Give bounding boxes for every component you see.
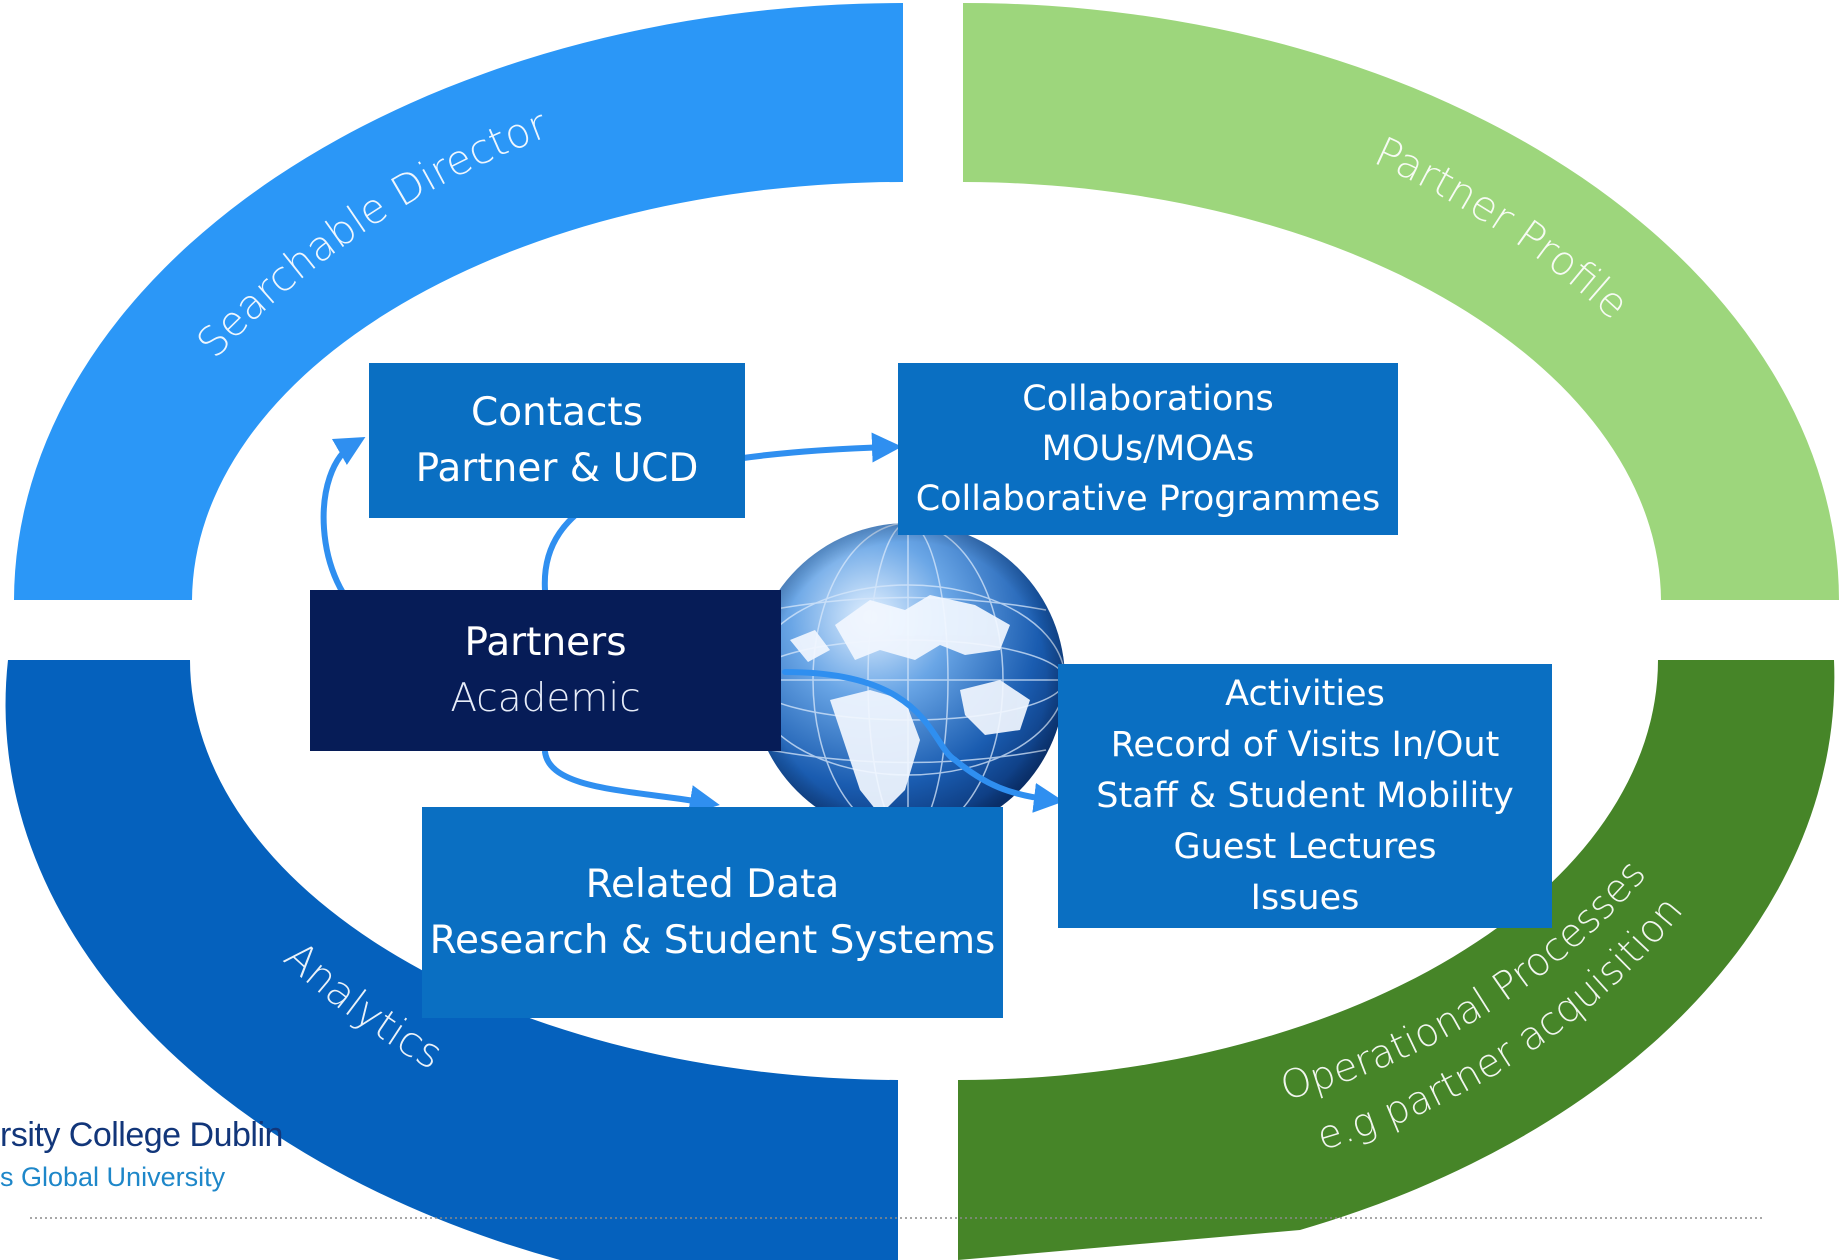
contacts-subtitle: Partner & UCD (415, 445, 699, 491)
ucd-logo-text: rsity College Dublin (0, 1116, 283, 1154)
ring-segment-operational-processes (958, 660, 1835, 1260)
contacts-title: Contacts (470, 389, 644, 435)
related-data-box: Related Data Research & Student Systems (422, 807, 1003, 1018)
arrow-partners-to-related-data (542, 749, 720, 815)
globe-icon (750, 522, 1066, 838)
collaborations-box: Collaborations MOUs/MOAs Collaborative P… (898, 363, 1398, 535)
ucd-logo-tagline: s Global University (0, 1162, 226, 1192)
arrow-partners-to-activities (782, 669, 1064, 813)
activities-title: Activities (1225, 673, 1385, 714)
activities-mobility: Staff & Student Mobility (1096, 775, 1514, 816)
partners-title: Partners (464, 619, 627, 665)
ring-segment-searchable-directory (14, 3, 903, 600)
collaborations-mous: MOUs/MOAs (1041, 429, 1255, 469)
collaborations-title: Collaborations (1022, 379, 1274, 419)
partners-subtitle: Academic (450, 675, 641, 721)
collaborations-programmes: Collaborative Programmes (915, 479, 1381, 519)
related-data-subtitle: Research & Student Systems (429, 917, 996, 963)
activities-box: Activities Record of Visits In/Out Staff… (1058, 664, 1552, 928)
partners-box: Partners Academic (310, 590, 781, 751)
related-data-title: Related Data (585, 861, 840, 907)
contacts-box: Contacts Partner & UCD (369, 363, 745, 518)
ring-segment-partner-profile (963, 2, 1839, 600)
activities-issues: Issues (1250, 877, 1360, 918)
activities-guest-lectures: Guest Lectures (1173, 826, 1437, 867)
ring-segment-analytics (5, 660, 899, 1260)
activities-visits: Record of Visits In/Out (1110, 724, 1500, 765)
